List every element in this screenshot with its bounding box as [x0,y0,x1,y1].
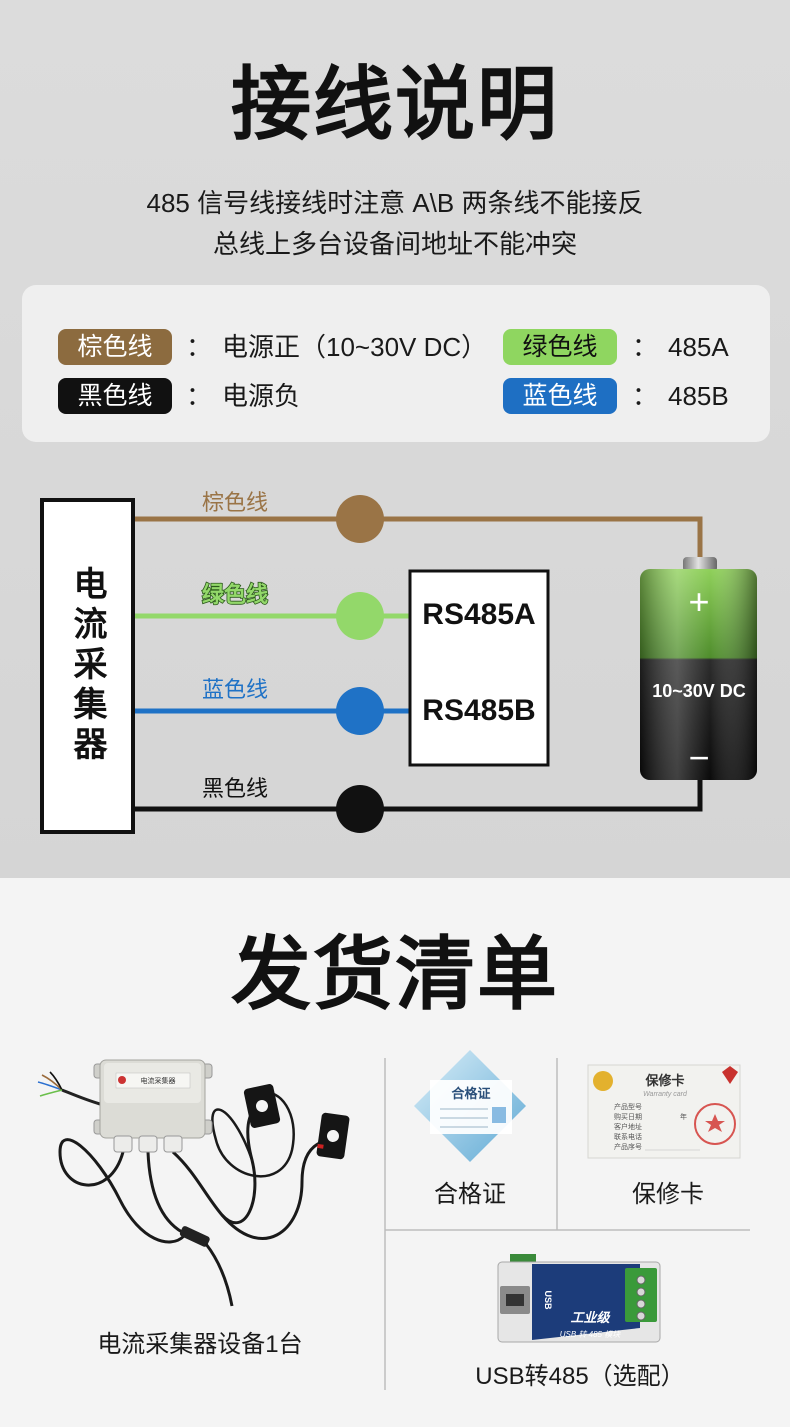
usb-485-module-image: USB 工业级 USB 转 485 模块 [497,1254,661,1343]
legend-brown-value: 电源正（10~30V DC） [222,332,488,362]
battery-minus-icon: − [688,737,709,778]
black-wire-label: 黑色线 [202,776,268,801]
cable-gland-1 [113,1135,133,1153]
brand-logo-icon [722,1066,738,1084]
lead-wire-green [39,1089,63,1097]
caption-device: 电流采集器设备1台 [97,1331,303,1358]
cable-3 [171,1107,263,1225]
warranty-card-body [587,1064,741,1159]
cable-1 [58,1138,186,1244]
lead-wire-black [49,1071,63,1091]
rs485b-label: RS485B [422,694,535,727]
warranty-stamp [694,1103,736,1145]
packing-title: 发货清单 [231,930,559,1019]
warranty-card-subtitle: Warranty card [643,1091,688,1098]
wiring-note-2: 总线上多台设备间地址不能冲突 [212,229,577,259]
usb-module-panel [532,1264,640,1340]
usb-port-inner [506,1294,524,1306]
blue-wire-label: 蓝色线 [202,677,268,702]
cable-2 [146,1151,183,1234]
brown-wire-node [336,495,384,543]
terminal-screw-4 [636,1311,646,1321]
current-collector-device-image: 电流采集器 [37,1059,350,1307]
certificate-title: 合格证 [451,1086,490,1101]
brown-wire-label: 棕色线 [202,490,268,515]
cable-connector [179,1226,210,1247]
cable-gland-3 [163,1135,183,1153]
caption-warranty: 保修卡 [632,1181,704,1208]
collector-box [40,498,135,834]
black-wire-node [336,785,384,833]
device-label-text: 电流采集器 [141,1076,176,1085]
legend-green-pill: 绿色线 [503,329,617,365]
black-wire [133,778,703,812]
warranty-card-image: 保修卡 Warranty card 产品型号 购买日期 客户地址 联系电话 产品… [587,1064,741,1159]
warranty-field-2: 购买日期 [614,1112,642,1121]
lead-wire-blue [37,1081,63,1091]
legend-black-pill: 黑色线 [58,378,172,414]
battery-shading [640,569,757,780]
ct-clamp-2 [316,1112,350,1160]
cable-gland-2 [138,1135,158,1153]
brown-wire [133,516,703,566]
warranty-card-title: 保修卡 [644,1073,684,1088]
usb-module-grade: 工业级 [570,1310,610,1325]
warranty-field-3: 客户地址 [614,1122,642,1131]
wiring-title: 接线说明 [231,60,559,149]
warranty-field-4: 联系电话 [614,1132,642,1141]
legend-black-sep: ： [186,381,213,411]
terminal-screw-3 [636,1299,646,1309]
wiring-note-1: 485 信号线接线时注意 A\B 两条线不能接反 [146,188,644,218]
legend-blue-pill: 蓝色线 [503,378,617,414]
warranty-field-5: 产品序号 [614,1142,642,1151]
warranty-date-unit: 年 [680,1112,687,1121]
caption-usb-module: USB转485（选配） [475,1363,685,1390]
thumbs-up-icon [593,1071,613,1091]
legend-brown-sep: ： [186,332,213,362]
collector-label-text: 电流采集器 [68,566,106,766]
legend-brown-pill: 棕色线 [58,329,172,365]
cable-4 [220,1138,331,1240]
green-wire-label: 绿色线 [202,582,268,607]
lead-sheath [61,1088,101,1106]
battery-cap [683,557,717,572]
battery-voltage: 10~30V DC [652,681,746,701]
cable-tail [204,1243,234,1307]
rs485a-label: RS485A [422,598,535,631]
certificate-card-image: 合格证 [414,1050,526,1162]
terminal-screw-1 [636,1275,646,1285]
legend-green-sep: ： [632,332,659,362]
legend-blue-value: 485B [668,381,729,411]
legend-green-value: 485A [668,332,729,362]
certificate-stamp [492,1107,506,1123]
cable-5 [211,1091,295,1178]
device-logo-icon [118,1076,126,1084]
legend-black-value: 电源负 [222,381,301,411]
warranty-stamp-star-icon [705,1114,725,1132]
rs485-box [408,569,550,767]
blue-wire-node [336,687,384,735]
green-wire-node [336,592,384,640]
usb-port-label: USB [543,1290,553,1310]
ct-clamp-1 [243,1084,281,1128]
warranty-field-1: 产品型号 [614,1102,642,1111]
collector-box-label: 电流采集器 [42,500,133,832]
battery-plus-icon: + [688,581,709,622]
legend-blue-sep: ： [632,381,659,411]
device-label-plate [115,1072,191,1089]
lead-wire-brown [41,1074,63,1091]
caption-certificate: 合格证 [434,1181,506,1208]
terminal-screw-2 [636,1287,646,1297]
usb-module-model: USB 转 485 模块 [560,1330,621,1339]
